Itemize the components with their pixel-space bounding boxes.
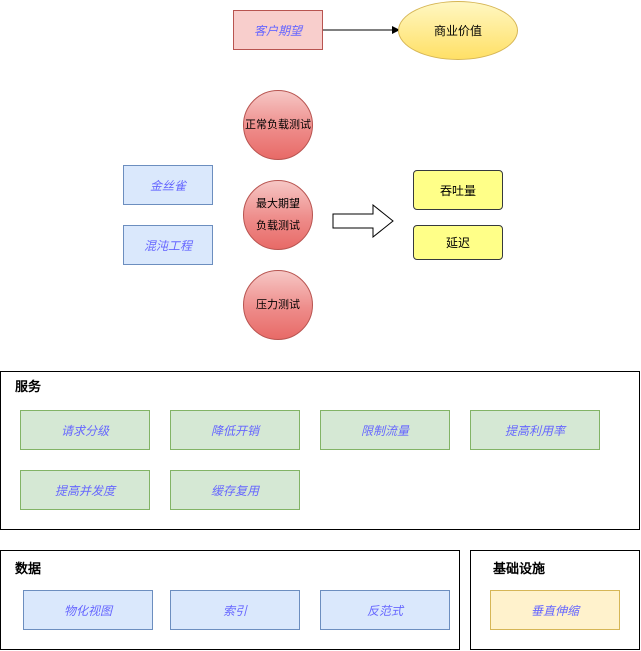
canary-box: 金丝雀 xyxy=(123,165,213,205)
service-item: 缓存复用 xyxy=(170,470,300,510)
max-expected-load-test-circle: 最大期望 负载测试 xyxy=(243,180,313,250)
customer-expectation-box: 客户期望 xyxy=(233,10,323,50)
service-item: 限制流量 xyxy=(320,410,450,450)
services-title: 服务 xyxy=(15,380,42,395)
normal-load-test-circle: 正常负载测试 xyxy=(243,90,313,160)
business-value-ellipse: 商业价值 xyxy=(398,1,518,60)
service-item: 请求分级 xyxy=(20,410,150,450)
service-item-label: 缓存复用 xyxy=(210,483,259,498)
chaos-engineering-label: 混沌工程 xyxy=(143,238,192,253)
service-item-label: 请求分级 xyxy=(60,423,109,438)
customer-expectation-label: 客户期望 xyxy=(253,23,302,38)
latency-label: 延迟 xyxy=(445,236,470,250)
data-item-label: 物化视图 xyxy=(63,603,112,618)
data-item-label: 反范式 xyxy=(366,603,403,618)
max-expected-load-label-line1: 最大期望 xyxy=(256,197,300,210)
service-item: 提高并发度 xyxy=(20,470,150,510)
block-arrow-to-metrics xyxy=(332,204,394,238)
services-group: 服务 xyxy=(0,371,640,530)
latency-box: 延迟 xyxy=(413,225,503,260)
infrastructure-title: 基础设施 xyxy=(493,562,546,577)
throughput-label: 吞吐量 xyxy=(439,183,476,198)
service-item-label: 提高利用率 xyxy=(504,423,565,438)
data-item: 反范式 xyxy=(320,590,450,630)
infrastructure-item: 垂直伸缩 xyxy=(490,590,620,630)
normal-load-test-label: 正常负载测试 xyxy=(245,118,311,131)
business-value-label: 商业价值 xyxy=(433,24,482,38)
service-item-label: 降低开销 xyxy=(210,423,259,438)
service-item: 提高利用率 xyxy=(470,410,600,450)
data-item: 物化视图 xyxy=(23,590,153,630)
chaos-engineering-box: 混沌工程 xyxy=(123,225,213,265)
service-item-label: 限制流量 xyxy=(360,423,409,438)
data-item-label: 索引 xyxy=(222,603,247,618)
stress-test-circle: 压力测试 xyxy=(243,270,313,340)
canary-label: 金丝雀 xyxy=(149,178,186,193)
infrastructure-item-label: 垂直伸缩 xyxy=(530,603,579,618)
service-item: 降低开销 xyxy=(170,410,300,450)
stress-test-label: 压力测试 xyxy=(256,298,300,311)
max-expected-load-label-line2: 负载测试 xyxy=(256,219,300,232)
arrow-to-business-value xyxy=(323,26,400,34)
data-title: 数据 xyxy=(15,562,42,577)
throughput-box: 吞吐量 xyxy=(413,170,503,210)
data-item: 索引 xyxy=(170,590,300,630)
service-item-label: 提高并发度 xyxy=(54,483,115,498)
